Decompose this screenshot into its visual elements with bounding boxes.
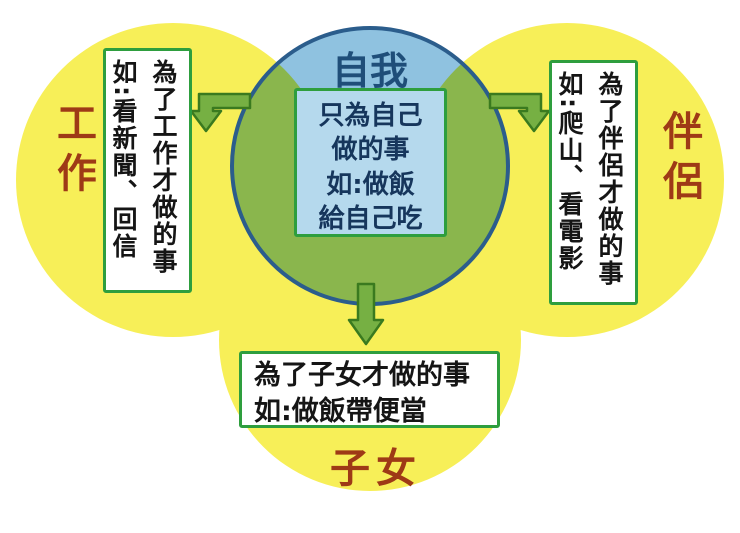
- partner-note-box: 為了伴侶才做的事 如:爬山、看電影: [549, 60, 638, 305]
- self-circle-label: 自我: [331, 49, 408, 93]
- arrow-to-partner-icon: [488, 92, 551, 133]
- children-circle-label: 子女: [330, 446, 422, 492]
- children-note-box: 為了子女才做的事 如:做飯帶便當: [239, 351, 500, 428]
- arrow-to-work-icon: [189, 92, 252, 133]
- arrow-to-children-icon: [347, 282, 385, 346]
- self-note-box: 只為自己 做的事 如:做飯 給自己吃: [294, 88, 447, 237]
- work-circle-label: 工作: [50, 102, 96, 202]
- work-note-box: 為了工作才做的事 如:看新聞、回信: [103, 48, 192, 293]
- partner-circle-label: 伴侶: [656, 110, 702, 210]
